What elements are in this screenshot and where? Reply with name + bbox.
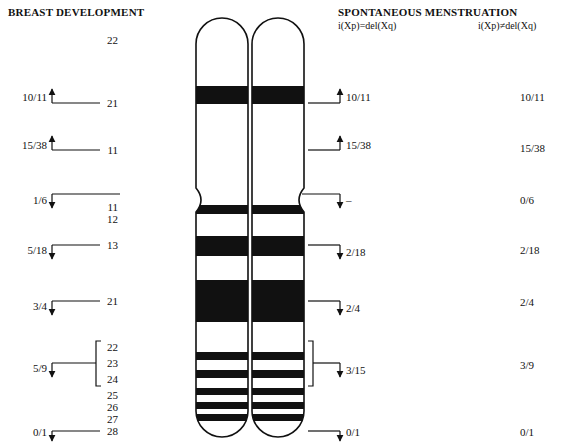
chromosome-bands	[190, 86, 310, 421]
column-heading: i(Xp)≠del(Xq)	[478, 20, 536, 32]
band-number: 22	[107, 34, 118, 46]
ratio-value: 15/38	[346, 139, 371, 151]
ratio-value: –	[346, 194, 352, 206]
ratio-value: 3/9	[520, 359, 534, 371]
column-heading: i(Xp)=del(Xq)	[338, 20, 396, 32]
band-number: 28	[107, 425, 118, 437]
ratio-value: 3/15	[346, 364, 366, 376]
band-number: 27	[107, 413, 118, 425]
band-number: 25	[107, 389, 118, 401]
band-number: 11	[107, 201, 118, 213]
ratio-value: 15/38	[22, 139, 47, 151]
ratio-value: 1/6	[33, 194, 47, 206]
ratio-value: 15/38	[520, 142, 545, 154]
ratio-value: 0/1	[520, 426, 534, 438]
ratio-value: 5/18	[27, 244, 47, 256]
section-heading: BREAST DEVELOPMENT	[8, 6, 144, 18]
ratio-value: 2/4	[346, 302, 360, 314]
ratio-value: 3/4	[33, 300, 47, 312]
ratio-value: 10/11	[22, 91, 47, 103]
ratio-value: 0/1	[346, 426, 360, 438]
ratio-value: 2/18	[520, 244, 540, 256]
band-number: 23	[107, 357, 118, 369]
ratio-value: 0/6	[520, 194, 534, 206]
band-number: 21	[107, 295, 118, 307]
band-number: 11	[107, 144, 118, 156]
ratio-value: 10/11	[346, 91, 371, 103]
leader-lines	[52, 89, 340, 441]
ratio-value: 0/1	[33, 426, 47, 438]
band-number: 24	[107, 373, 118, 385]
chromatid-outline	[196, 18, 304, 437]
band-number: 13	[107, 239, 118, 251]
ratio-value: 5/9	[33, 362, 47, 374]
band-number: 22	[107, 341, 118, 353]
band-number: 12	[107, 213, 118, 225]
ratio-value: 10/11	[520, 91, 545, 103]
ratio-value: 2/18	[346, 246, 366, 258]
band-number: 26	[107, 401, 118, 413]
ratio-value: 2/4	[520, 296, 534, 308]
band-number: 21	[107, 97, 118, 109]
section-heading: SPONTANEOUS MENSTRUATION	[338, 6, 518, 18]
